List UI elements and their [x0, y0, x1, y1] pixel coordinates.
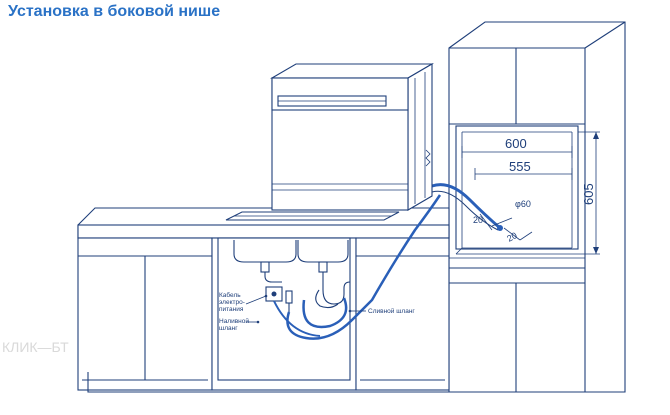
tall-cabinet: [448, 21, 626, 393]
dim-offset-a: 20: [473, 215, 483, 225]
dim-hole: φ60: [515, 199, 531, 209]
dim-605: 605: [581, 183, 596, 205]
water-valve: [285, 290, 293, 304]
label-power-cable-3: питания: [219, 306, 244, 313]
dim-600: 600: [505, 136, 527, 151]
dishwasher: [269, 63, 435, 211]
dimension-lines: [461, 131, 600, 255]
dim-555: 555: [509, 159, 531, 174]
label-inlet-hose-1: Наливной: [219, 317, 249, 325]
label-inlet-hose-2: шланг: [219, 325, 238, 332]
label-power-cable-1: Кабель: [219, 291, 241, 299]
dim-offset-b: 20: [505, 230, 519, 244]
label-power-cable-2: электро-: [219, 299, 245, 306]
page-title: Установка в боковой нише: [8, 3, 221, 20]
hoses: [273, 183, 503, 340]
watermark: КЛИК—БТ: [2, 339, 69, 355]
sink-bowls: [233, 240, 351, 309]
label-drain-hose: Сливной шланг: [368, 307, 415, 315]
